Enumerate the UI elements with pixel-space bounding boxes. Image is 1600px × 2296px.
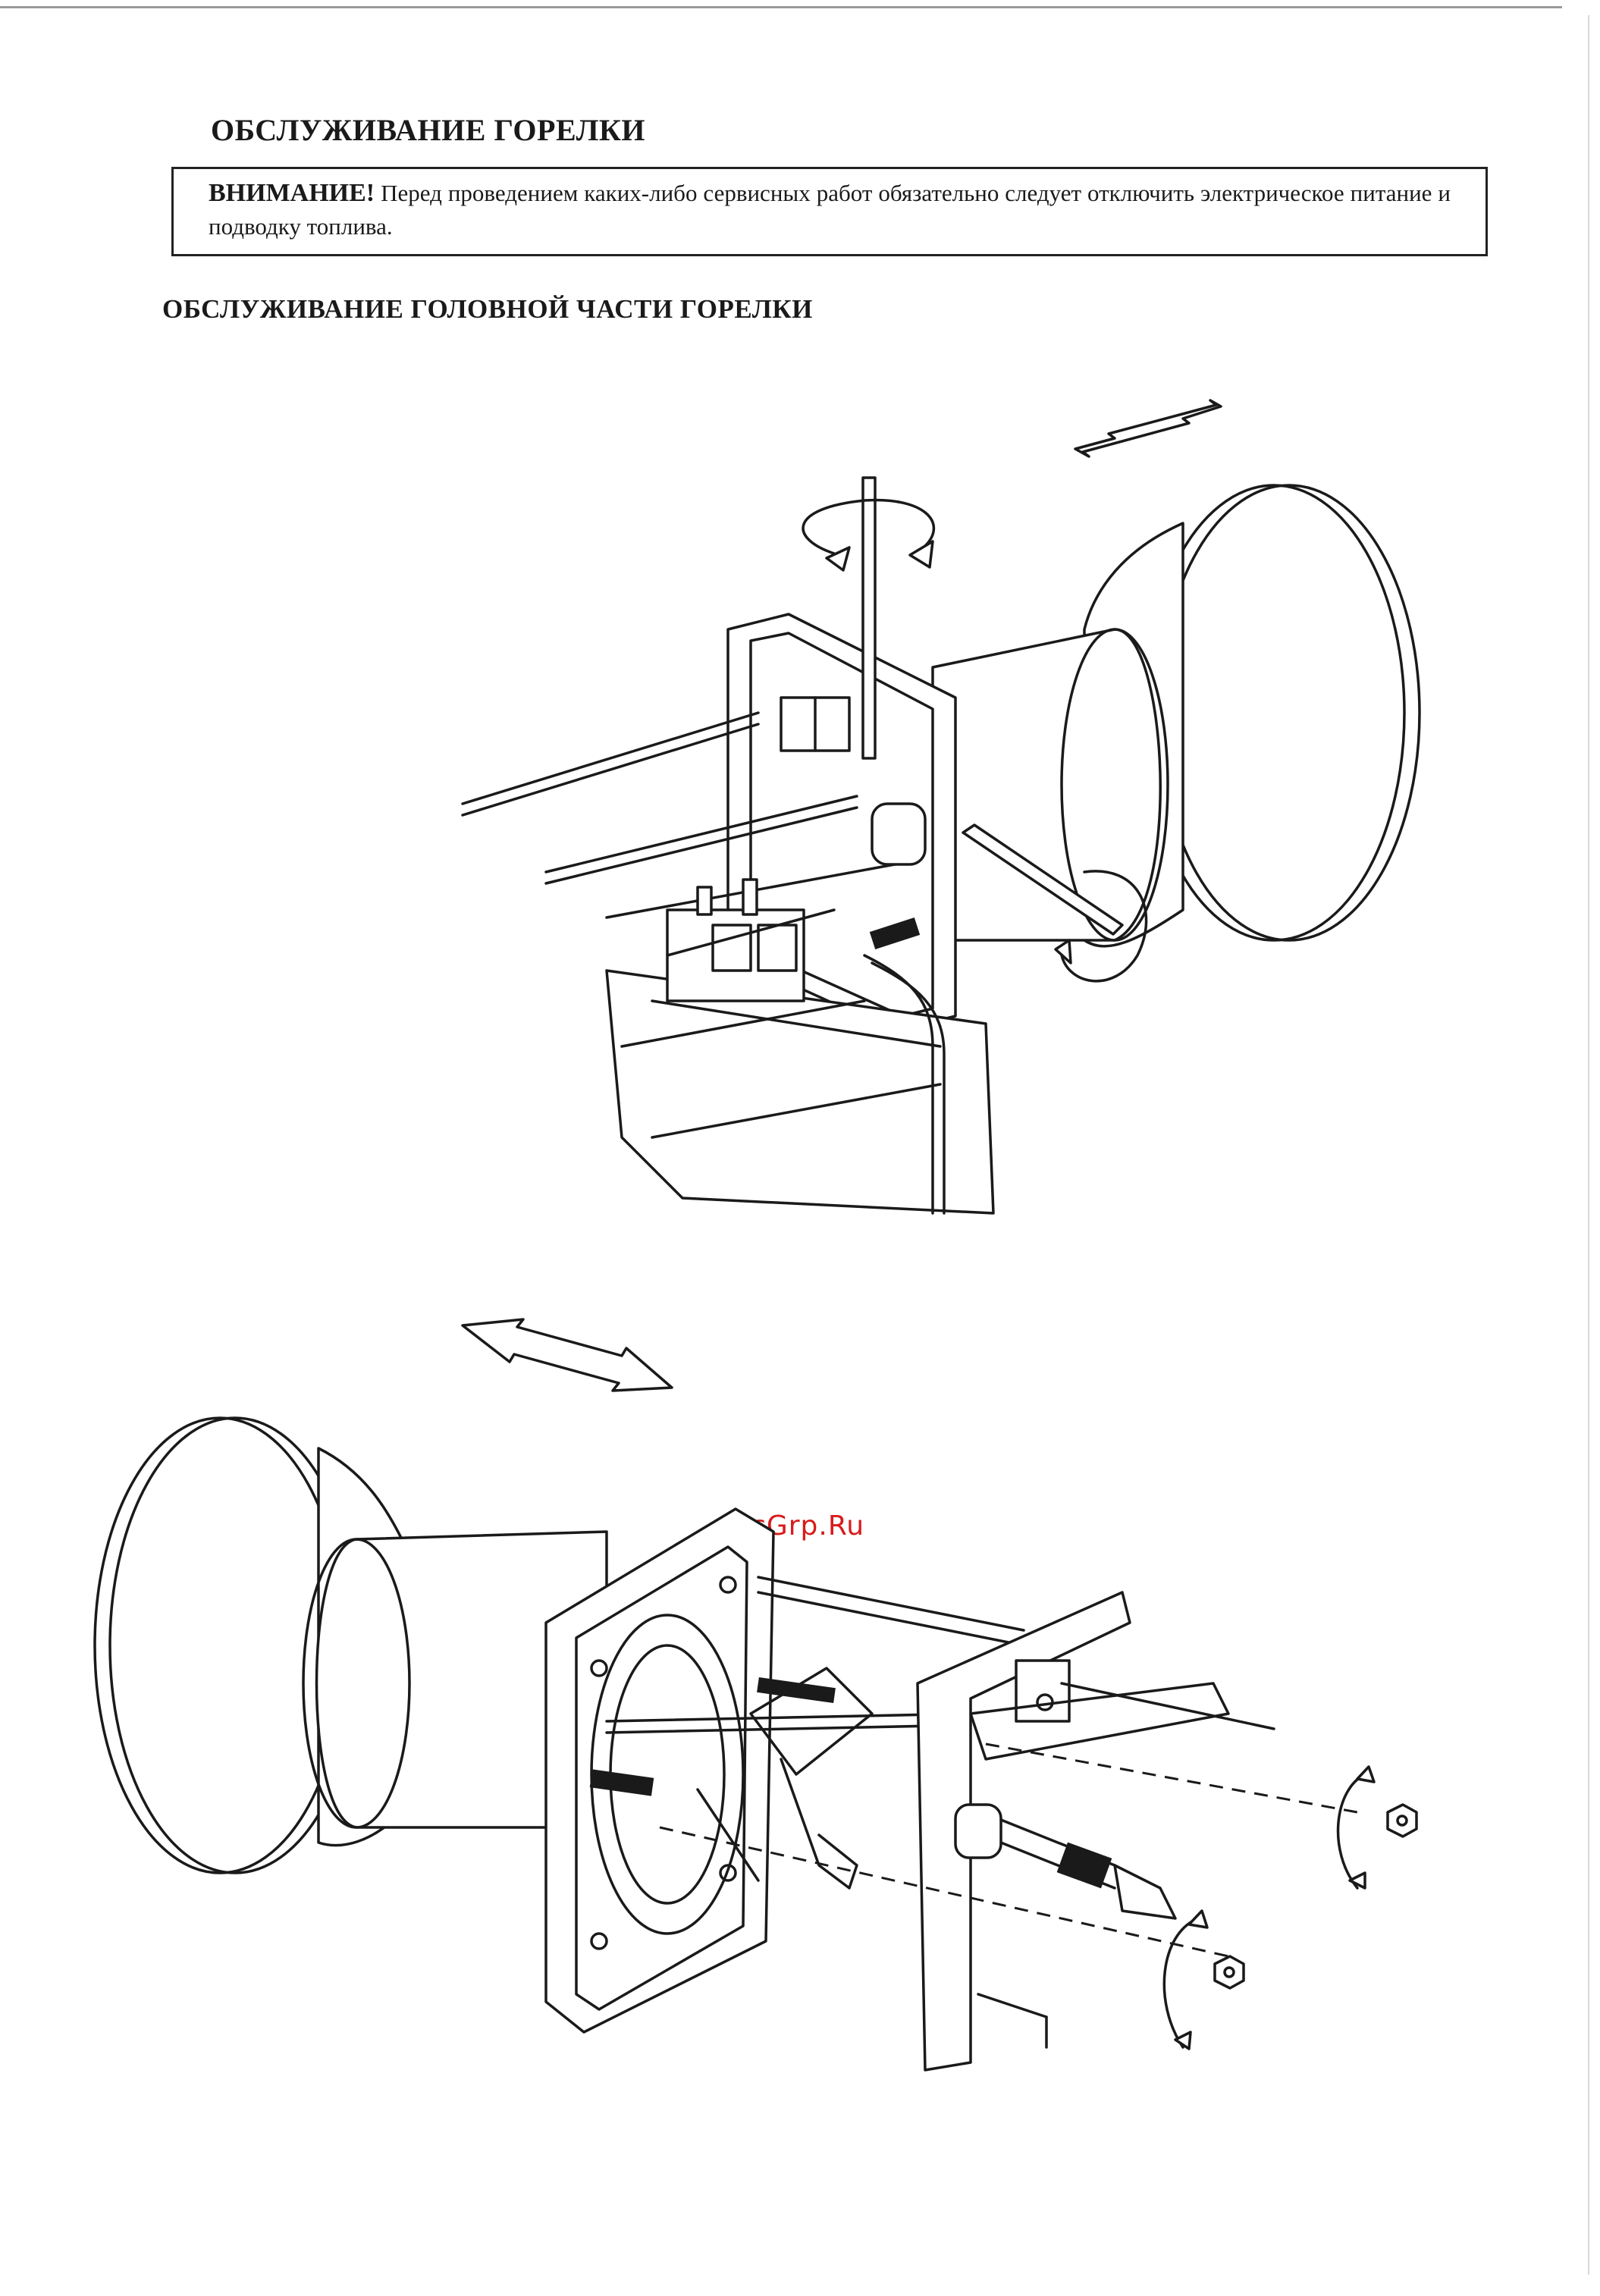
move-arrow-icon-2: [463, 1319, 672, 1391]
flange-disk-2: [95, 1418, 345, 1873]
rotate-arrow-icon-3: [1338, 1767, 1374, 1888]
burner-head-assembled-drawing: [0, 379, 1600, 1236]
figure-burner-head-exploded: [0, 1289, 1600, 2237]
burner-head-exploded-drawing: [0, 1289, 1600, 2237]
rotate-arrow-icon-4: [1164, 1911, 1207, 2049]
warning-box: ВНИМАНИЕ! Перед проведением каких-либо с…: [171, 167, 1488, 256]
figure-burner-head-assembled: McGrp.Ru: [0, 379, 1600, 1236]
warning-text: Перед проведением каких-либо сервисных р…: [209, 180, 1451, 240]
nut-icon: [1388, 1805, 1416, 1836]
section-title: ОБСЛУЖИВАНИЕ ГОРЕЛКИ: [211, 112, 645, 148]
move-arrow-icon: [1075, 400, 1221, 456]
flange-disk: [1159, 485, 1420, 940]
nozzle-holder: [955, 1805, 1175, 1918]
vertical-rod: [863, 478, 875, 758]
nut-icon-2: [1215, 1956, 1244, 1988]
warning-lead: ВНИМАНИЕ!: [209, 179, 375, 207]
scan-top-edge: [0, 6, 1562, 8]
subsection-title: ОБСЛУЖИВАНИЕ ГОЛОВНОЙ ЧАСТИ ГОРЕЛКИ: [162, 294, 813, 325]
